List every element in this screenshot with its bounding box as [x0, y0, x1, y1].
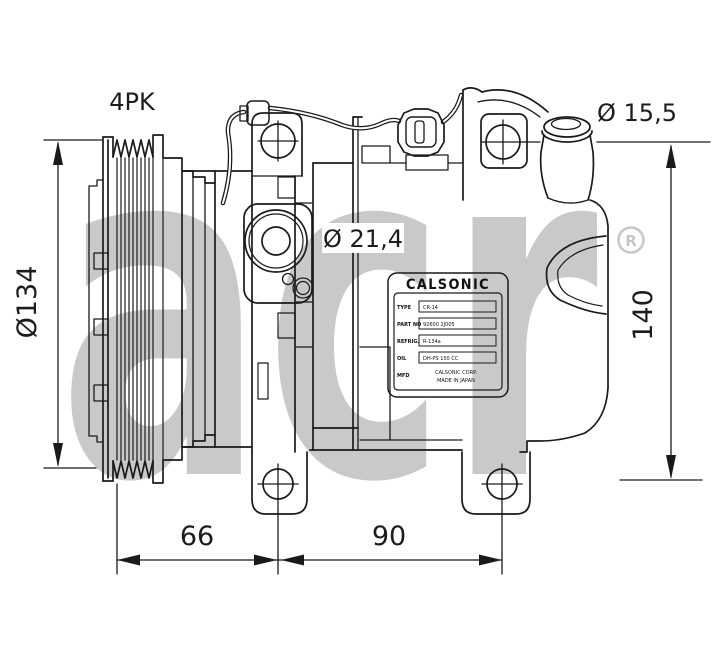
spec-label	[387, 272, 509, 398]
dim-bottom-lengths	[116, 483, 503, 575]
front-bracket-column	[251, 112, 314, 515]
dim-pulley-diameter	[43, 139, 103, 469]
wire-harness	[220, 92, 464, 206]
label-brand: CALSONIC	[406, 277, 490, 293]
discharge-port	[539, 116, 595, 204]
height-text: 140	[628, 289, 659, 341]
label-mfd-line1: CALSONIC CORP.	[435, 370, 477, 376]
acr-watermark: acr R	[58, 38, 645, 585]
rear-mounting-lug	[461, 451, 531, 515]
wire-clip	[239, 100, 270, 126]
label-row-type-name: TYPE	[397, 305, 412, 311]
suction-fitting-bolt	[480, 113, 528, 169]
compressor-body	[309, 87, 609, 515]
body-length-text: 90	[372, 521, 406, 552]
registered-trademark-icon	[617, 226, 645, 254]
dim-body-height	[524, 141, 711, 481]
dimension-texts: 4PK Ø134 Ø 21,4 Ø 15,5 140 66 90	[12, 88, 677, 552]
ear-hole-text-mask	[322, 223, 404, 253]
label-row-partno-name: PART NO	[397, 322, 421, 328]
pulley	[88, 134, 216, 484]
front-mounting-lug	[251, 451, 308, 515]
label-row-refrig-name: REFRIG.	[397, 339, 419, 345]
port-diameter-text: Ø 15,5	[597, 99, 677, 127]
electrical-connector	[397, 108, 445, 157]
spec-label-text: CALSONIC TYPE CR-14 PART NO 92600 2J005 …	[397, 277, 490, 384]
watermark-text: acr	[58, 38, 600, 585]
ear-hole-diameter-text: Ø 21,4	[323, 225, 403, 253]
label-row-refrig-value: R-134a	[423, 339, 441, 345]
label-row-oil-name: OIL	[397, 356, 407, 362]
label-row-mfd-name: MFD	[397, 373, 410, 379]
label-mfd-line2: MADE IN JAPAN	[437, 378, 475, 384]
mounting-ear	[243, 203, 314, 304]
front-length-text: 66	[180, 521, 214, 552]
belt-type-text: 4PK	[109, 88, 156, 116]
clutch-hub	[181, 170, 253, 448]
label-row-oil-value: DH-PS 150 CC	[423, 356, 459, 362]
pulley-diameter-text: Ø134	[12, 266, 43, 339]
label-row-partno-value: 92600 2J005	[423, 322, 455, 328]
registered-trademark-letter: R	[625, 232, 637, 250]
label-row-type-value: CR-14	[423, 305, 438, 311]
